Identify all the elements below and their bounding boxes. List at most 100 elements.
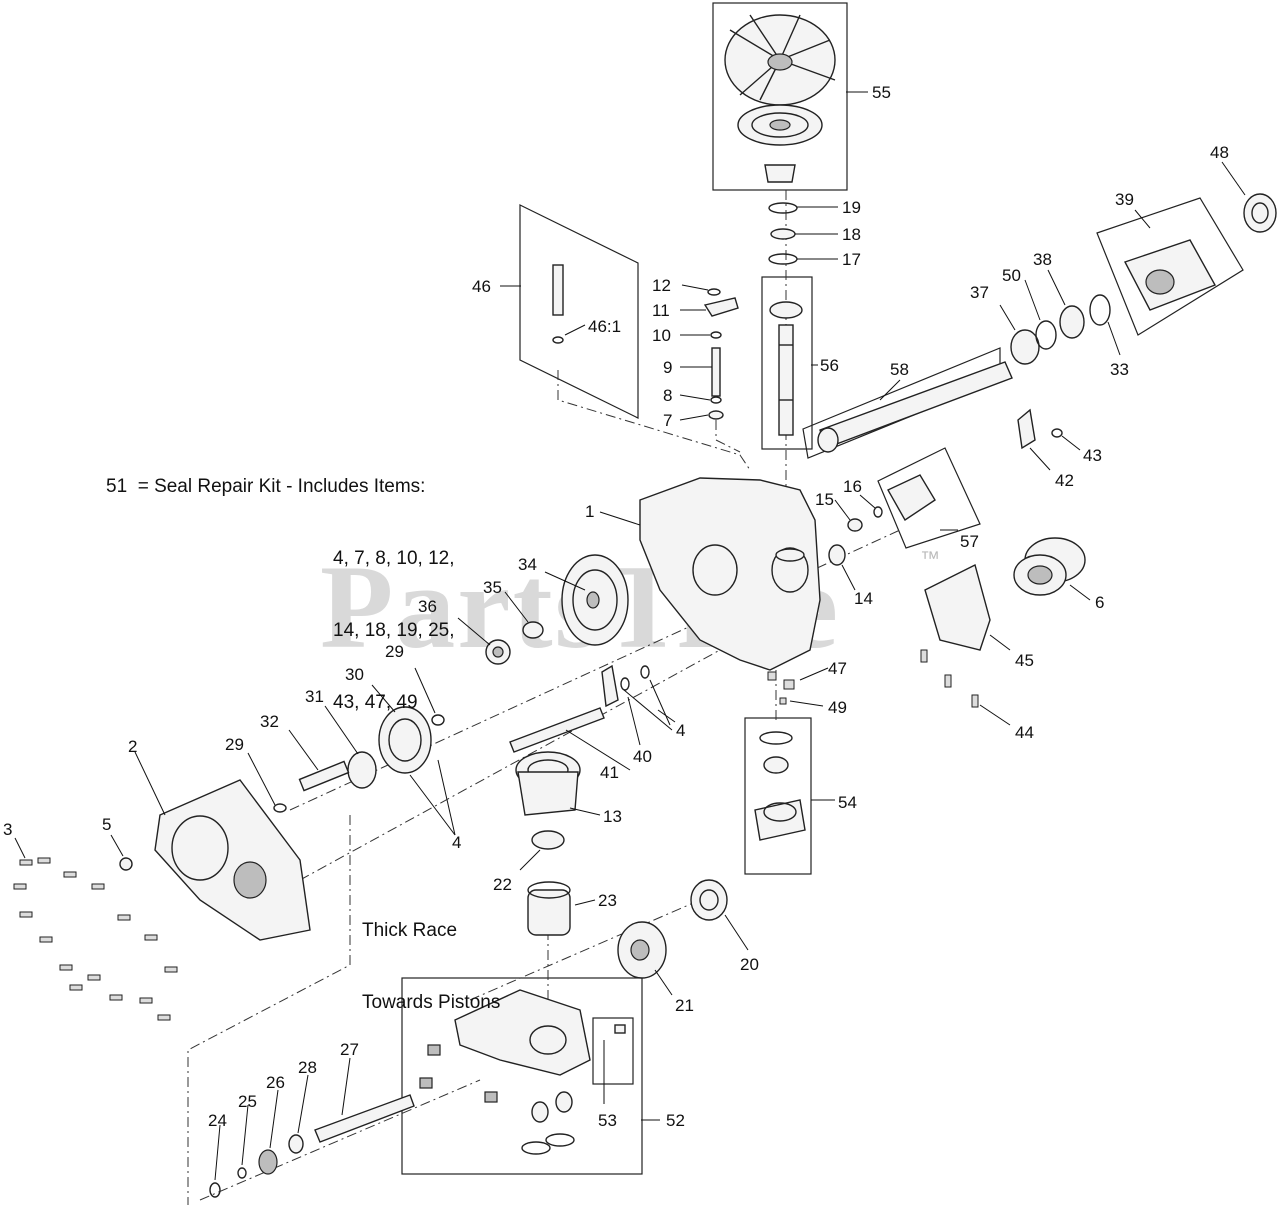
leader-lines: [14, 91, 1246, 1181]
callout-35: 35: [483, 578, 502, 597]
callout-41: 41: [600, 763, 619, 782]
callout-2: 2: [128, 737, 137, 756]
callout-6: 6: [1095, 593, 1104, 612]
shaft-41-drawing: [509, 664, 650, 753]
box-charge-pump: [744, 717, 812, 875]
callout-29b: 29: [225, 735, 244, 754]
callout-21: 21: [675, 996, 694, 1015]
callout-9: 9: [663, 358, 672, 377]
ring-17: [768, 253, 798, 265]
callout-11: 11: [652, 301, 670, 320]
callout-22: 22: [493, 875, 512, 894]
callout-38: 38: [1033, 250, 1052, 269]
callout-20: 20: [740, 955, 759, 974]
callout-labels: 55 48 39 19 18 17 38 37 50 33 46 46:1 12…: [3, 83, 1229, 1130]
callout-1: 1: [585, 502, 594, 521]
housing-drawing: [639, 477, 821, 671]
filter-drawing: [1013, 537, 1086, 596]
callout-33: 33: [1110, 360, 1129, 379]
callout-31: 31: [305, 687, 324, 706]
guard-drawing: [924, 563, 991, 651]
callout-48: 48: [1210, 143, 1229, 162]
swashplate-drawing: [515, 751, 581, 850]
callout-53: 53: [598, 1111, 617, 1130]
callout-28: 28: [298, 1058, 317, 1077]
ring-19: [768, 202, 798, 214]
callout-13: 13: [603, 807, 622, 826]
callout-36: 36: [418, 597, 437, 616]
callout-37: 37: [970, 283, 989, 302]
washer-18: [770, 228, 796, 240]
bracket-drawing: [887, 474, 936, 521]
callout-34: 34: [518, 555, 537, 574]
callout-52: 52: [666, 1111, 685, 1130]
callout-24: 24: [208, 1111, 227, 1130]
callout-23: 23: [598, 891, 617, 910]
callout-57: 57: [960, 532, 979, 551]
center-section-drawing: [419, 989, 626, 1155]
box-bypass: [519, 204, 639, 419]
callout-46-1: 46:1: [588, 317, 621, 336]
callout-47: 47: [828, 659, 847, 678]
motor-drawing: [617, 879, 728, 979]
small-hardware-drawing: [767, 649, 979, 708]
callout-49: 49: [828, 698, 847, 717]
callout-44: 44: [1015, 723, 1034, 742]
race-note: Thick Race Towards Pistons: [362, 871, 500, 1063]
seal-kit-note-line3: 14, 18, 19, 25,: [333, 620, 455, 641]
axle-drawing: [817, 361, 1013, 453]
callout-10: 10: [652, 326, 671, 345]
callout-19: 19: [842, 198, 861, 217]
callout-29a: 29: [385, 642, 404, 661]
callout-7: 7: [663, 411, 672, 430]
bolts-drawing: [13, 857, 178, 1021]
race-note-line2: Towards Pistons: [362, 992, 501, 1013]
box-hub: [1096, 197, 1244, 336]
callout-30: 30: [345, 665, 364, 684]
callout-42: 42: [1055, 471, 1074, 490]
seal-kit-note-line4: 43, 47, 49: [333, 692, 418, 713]
cylinder-block-drawing: [527, 881, 571, 936]
fan-pulley-drawing: [724, 14, 836, 183]
callout-32: 32: [260, 712, 279, 731]
bypass-rod-drawing: [552, 264, 564, 344]
callout-5: 5: [102, 815, 111, 834]
callout-58: 58: [890, 360, 909, 379]
callout-46: 46: [472, 277, 491, 296]
callout-8: 8: [663, 386, 672, 405]
arm-drawing: [1017, 408, 1036, 450]
callout-15: 15: [815, 490, 834, 509]
callout-4b: 4: [452, 833, 461, 852]
box-fan-pulley: [712, 2, 848, 191]
seal-kit-note-line1: 51 = Seal Repair Kit - Includes Items:: [106, 476, 426, 497]
callout-3: 3: [3, 820, 12, 839]
callout-18: 18: [842, 225, 861, 244]
callout-39: 39: [1115, 190, 1134, 209]
callout-40: 40: [633, 747, 652, 766]
callout-27: 27: [340, 1040, 359, 1059]
input-shaft-drawing: [769, 301, 803, 436]
trademark-symbol: ™: [920, 548, 940, 570]
charge-pump-drawing: [754, 731, 806, 841]
pump-shaft-drawing: [209, 1094, 415, 1198]
box-valves: [592, 1017, 634, 1085]
callout-17: 17: [842, 250, 861, 269]
hub-drawing: [1010, 193, 1277, 365]
seal-kit-note-line2: 4, 7, 8, 10, 12,: [333, 548, 455, 569]
ring-43: [1051, 428, 1063, 438]
gear-drawing: [273, 554, 629, 813]
callout-12: 12: [652, 276, 671, 295]
box-center-section: [401, 977, 643, 1175]
callout-55: 55: [872, 83, 891, 102]
box-bracket: [877, 447, 981, 549]
callout-43: 43: [1083, 446, 1102, 465]
seal-kit-note: 51 = Seal Repair Kit - Includes Items: 4…: [106, 427, 455, 763]
callout-45: 45: [1015, 651, 1034, 670]
callout-14: 14: [854, 589, 873, 608]
control-shaft-drawing: [703, 288, 739, 420]
cover-drawing: [119, 779, 311, 941]
washer-16: [873, 506, 883, 518]
callout-56: 56: [820, 356, 839, 375]
